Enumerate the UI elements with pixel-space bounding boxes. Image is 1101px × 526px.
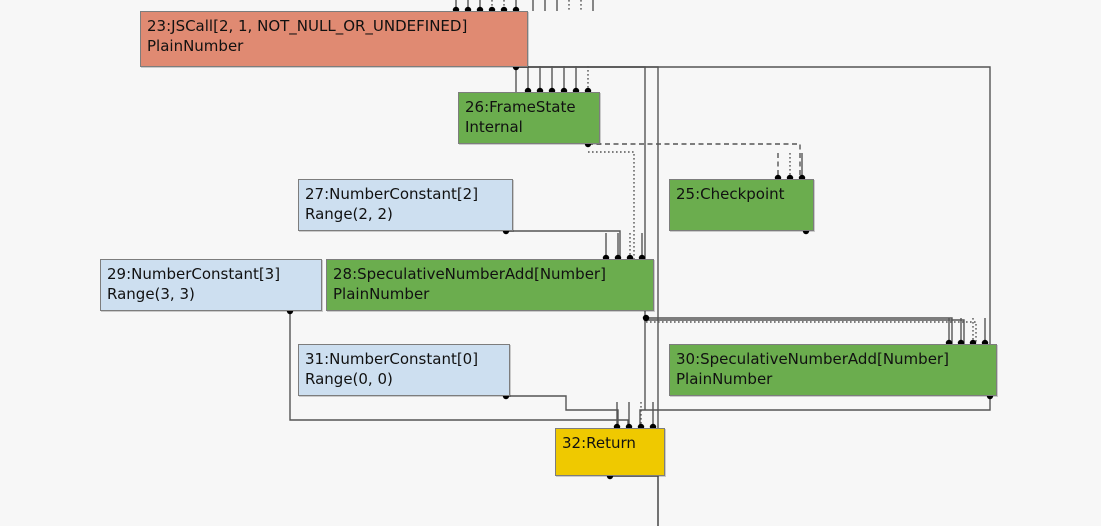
edge-28-out-to-30-b	[646, 319, 965, 344]
input-arrow-28-1	[614, 233, 622, 262]
node-25-checkpoint[interactable]: 25:Checkpoint	[669, 179, 814, 231]
edge-30-out-to-32	[639, 396, 991, 428]
input-arrow-32-3	[649, 402, 657, 431]
node-31-numberconstant-0[interactable]: 31:NumberConstant[0] Range(0, 0)	[298, 344, 510, 396]
input-arrow-26-2	[548, 66, 556, 95]
input-arrow-32-1	[625, 402, 633, 431]
node-32-return[interactable]: 32:Return	[555, 428, 665, 476]
input-arrow-26-0	[524, 66, 532, 95]
input-arrow-30-2	[969, 318, 977, 347]
node-label-secondary: PlainNumber	[147, 37, 244, 55]
edge-28-out-to-30-c	[646, 321, 977, 344]
edge-28-out-to-30-a	[646, 317, 953, 344]
input-arrow-25-1	[786, 153, 794, 182]
node-label-secondary: Range(3, 3)	[107, 285, 195, 303]
input-arrow-30-1	[957, 318, 965, 347]
node-label-primary: 25:Checkpoint	[676, 185, 785, 203]
edge-27-out-to-28	[506, 230, 621, 259]
edge-26-out-to-25	[588, 143, 801, 179]
input-arrow-26-1	[536, 66, 544, 95]
node-label-primary: 32:Return	[562, 434, 636, 452]
node-label-primary: 29:NumberConstant[3]	[107, 265, 281, 283]
edge-source-dot	[642, 314, 650, 322]
input-arrow-26-3	[560, 66, 568, 95]
edge-31-out-to-32	[506, 395, 619, 428]
node-label-primary: 23:JSCall[2, 1, NOT_NULL_OR_UNDEFINED]	[147, 17, 468, 35]
node-label-secondary: Range(2, 2)	[305, 205, 393, 223]
input-arrow-30-0	[945, 318, 953, 347]
node-label-primary: 31:NumberConstant[0]	[305, 350, 479, 368]
node-28-speculativenumberadd[interactable]: 28:SpeculativeNumberAdd[Number] PlainNumb…	[326, 259, 654, 311]
input-arrow-28-3	[638, 233, 646, 262]
node-label-primary: 28:SpeculativeNumberAdd[Number]	[333, 265, 606, 283]
input-arrow-25-2	[798, 153, 806, 182]
edge-26-out-to-28	[588, 151, 635, 259]
edge-32-out-bottom	[610, 475, 659, 526]
input-arrow-26-5	[584, 66, 592, 95]
input-arrow-28-2	[626, 233, 634, 262]
input-arrow-32-2	[637, 402, 645, 431]
node-label-secondary: PlainNumber	[333, 285, 430, 303]
node-29-numberconstant-3[interactable]: 29:NumberConstant[3] Range(3, 3)	[100, 259, 322, 311]
input-arrow-25-0	[774, 153, 782, 182]
node-label-primary: 30:SpeculativeNumberAdd[Number]	[676, 350, 949, 368]
node-30-speculativenumberadd[interactable]: 30:SpeculativeNumberAdd[Number] PlainNumb…	[669, 344, 997, 396]
node-label-secondary: Internal	[465, 118, 523, 136]
node-label-primary: 26:FrameState	[465, 98, 576, 116]
node-27-numberconstant-2[interactable]: 27:NumberConstant[2] Range(2, 2)	[298, 179, 513, 231]
input-arrow-26-4	[572, 66, 580, 95]
node-label-secondary: Range(0, 0)	[305, 370, 393, 388]
input-arrow-30-3	[981, 318, 989, 347]
node-23-jscall[interactable]: 23:JSCall[2, 1, NOT_NULL_OR_UNDEFINED] Pl…	[140, 11, 528, 67]
node-label-secondary: PlainNumber	[676, 370, 773, 388]
input-arrow-32-0	[613, 402, 621, 431]
input-arrow-28-0	[602, 233, 610, 262]
node-label-primary: 27:NumberConstant[2]	[305, 185, 479, 203]
